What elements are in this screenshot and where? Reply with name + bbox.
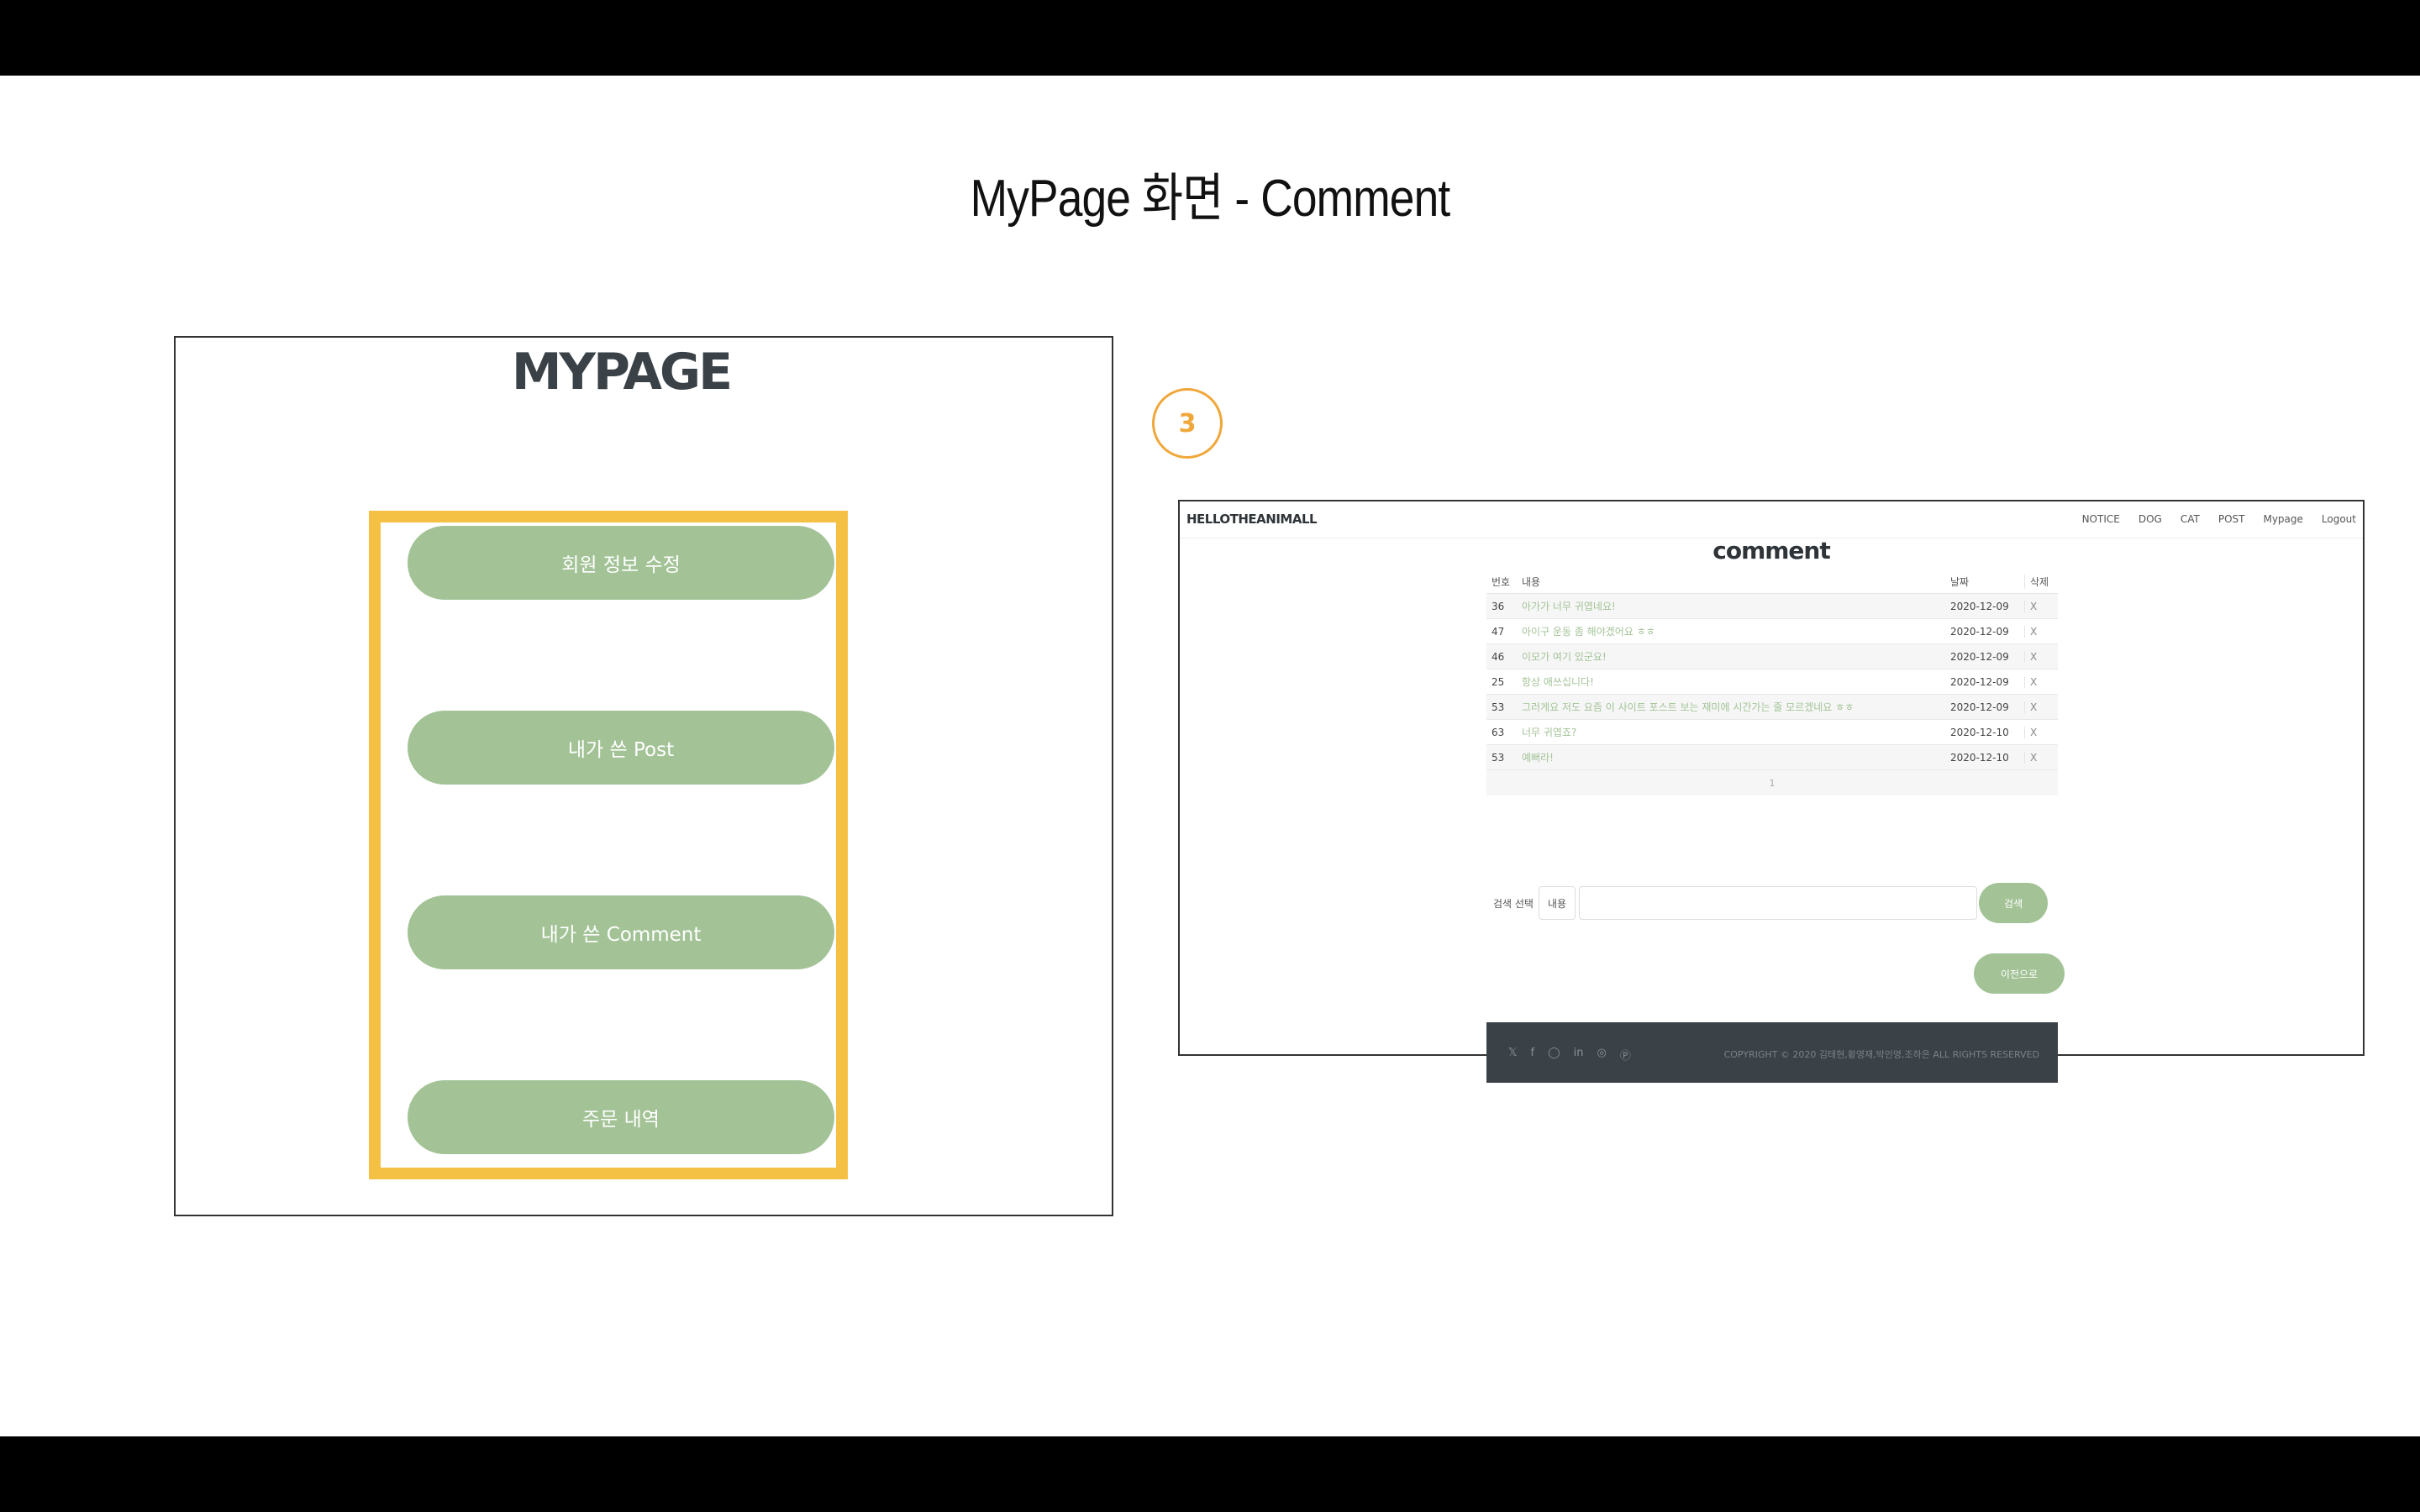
slide: MyPage 화면 - Comment MYPAGE 회원 정보 수정 내가 쓴… <box>0 76 2420 1436</box>
nav-cat[interactable]: CAT <box>2180 513 2200 525</box>
row-date: 2020-12-09 <box>1950 625 2009 638</box>
my-posts-button[interactable]: 내가 쓴 Post <box>408 711 834 785</box>
footer: 𝕏 f ◯ in ◎ Ⓟ COPYRIGHT © 2020 김태현,황영재,박인… <box>1486 1022 2058 1083</box>
row-content-link[interactable]: 아이구 운동 좀 해야겠어요 ㅎㅎ <box>1522 626 1655 638</box>
row-num: 53 <box>1491 751 1505 764</box>
mypage-panel: MYPAGE 회원 정보 수정 내가 쓴 Post 내가 쓴 Comment 주… <box>174 336 1113 1216</box>
table-row: 47 아이구 운동 좀 해야겠어요 ㅎㅎ 2020-12-09 X <box>1486 619 2058 644</box>
row-num: 63 <box>1491 726 1505 738</box>
row-date: 2020-12-10 <box>1950 751 2009 764</box>
search-bar: 검색 선택 내용 검색 <box>1486 883 2066 923</box>
slide-title: MyPage 화면 - Comment <box>970 170 1451 228</box>
row-delete-button[interactable]: X <box>2024 650 2058 663</box>
table-body: 36 아가가 너무 귀엽네요! 2020-12-09 X 47 아이구 운동 좀… <box>1486 594 2058 770</box>
row-num: 47 <box>1491 625 1505 638</box>
row-delete-button[interactable]: X <box>2024 701 2058 713</box>
search-input[interactable] <box>1579 886 1978 920</box>
nav-logout[interactable]: Logout <box>2321 513 2356 525</box>
copyright-text: COPYRIGHT © 2020 김태현,황영재,박인영,조하은 ALL RIG… <box>1723 1049 2039 1060</box>
pagination: 1 <box>1486 770 2058 795</box>
header-delete: 삭제 <box>2024 575 2058 589</box>
row-num: 25 <box>1491 675 1505 688</box>
row-content-link[interactable]: 예뻐라! <box>1522 752 1554 764</box>
back-button[interactable]: 이전으로 <box>1974 953 2065 994</box>
order-history-button[interactable]: 주문 내역 <box>408 1080 834 1154</box>
dribbble-icon[interactable]: ◎ <box>1597 1047 1607 1059</box>
brand-logo[interactable]: HELLOTHEANIMALL <box>1186 512 1318 527</box>
row-date: 2020-12-09 <box>1950 675 2009 688</box>
row-date: 2020-12-10 <box>1950 726 2009 738</box>
row-date: 2020-12-09 <box>1950 650 2009 663</box>
step-badge: 3 <box>1152 388 1223 459</box>
facebook-icon[interactable]: f <box>1530 1047 1535 1059</box>
row-date: 2020-12-09 <box>1950 701 2009 713</box>
comment-page-screenshot: HELLOTHEANIMALL NOTICE DOG CAT POST Mypa… <box>1178 500 2365 1083</box>
comment-table: 번호 내용 날짜 삭제 36 아가가 너무 귀엽네요! 2020-12-09 X… <box>1486 570 2058 795</box>
row-content-link[interactable]: 아가가 너무 귀엽네요! <box>1522 601 1616 612</box>
header-date: 날짜 <box>1950 576 1970 588</box>
row-delete-button[interactable]: X <box>2024 625 2058 638</box>
row-content-link[interactable]: 항상 애쓰십니다! <box>1522 676 1594 688</box>
my-comments-button[interactable]: 내가 쓴 Comment <box>408 895 834 969</box>
row-delete-button[interactable]: X <box>2024 751 2058 764</box>
row-num: 53 <box>1491 701 1505 713</box>
table-row: 53 그러게요 저도 요즘 이 사이트 포스트 보는 재미에 시간가는 줄 모르… <box>1486 695 2058 720</box>
table-row: 53 예뻐라! 2020-12-10 X <box>1486 745 2058 770</box>
nav-links: NOTICE DOG CAT POST Mypage Logout <box>2082 513 2356 525</box>
header-content: 내용 <box>1522 576 1541 588</box>
row-delete-button[interactable]: X <box>2024 675 2058 688</box>
search-type-select[interactable]: 내용 <box>1538 886 1576 920</box>
page-link[interactable]: 1 <box>1769 777 1776 789</box>
edit-profile-button[interactable]: 회원 정보 수정 <box>408 526 834 600</box>
instagram-icon[interactable]: ◯ <box>1548 1047 1560 1059</box>
table-header: 번호 내용 날짜 삭제 <box>1486 570 2058 594</box>
nav-dog[interactable]: DOG <box>2138 513 2162 525</box>
linkedin-icon[interactable]: in <box>1573 1047 1584 1059</box>
search-label: 검색 선택 <box>1493 897 1534 910</box>
row-content-link[interactable]: 너무 귀엽죠? <box>1522 727 1577 738</box>
row-delete-button[interactable]: X <box>2024 600 2058 612</box>
table-row: 46 이모가 여기 있군요! 2020-12-09 X <box>1486 644 2058 669</box>
header-num: 번호 <box>1491 576 1511 588</box>
table-row: 25 항상 애쓰십니다! 2020-12-09 X <box>1486 669 2058 695</box>
table-row: 63 너무 귀엽죠? 2020-12-10 X <box>1486 720 2058 745</box>
search-button[interactable]: 검색 <box>1979 883 2049 923</box>
row-num: 46 <box>1491 650 1505 663</box>
pinterest-icon[interactable]: Ⓟ <box>1619 1050 1631 1063</box>
row-content-link[interactable]: 이모가 여기 있군요! <box>1522 651 1607 663</box>
twitter-icon[interactable]: 𝕏 <box>1508 1047 1518 1059</box>
row-delete-button[interactable]: X <box>2024 726 2058 738</box>
nav-notice[interactable]: NOTICE <box>2081 513 2120 525</box>
nav-post[interactable]: POST <box>2217 513 2245 525</box>
row-content-link[interactable]: 그러게요 저도 요즘 이 사이트 포스트 보는 재미에 시간가는 줄 모르겠네요… <box>1522 701 1854 713</box>
nav-mypage[interactable]: Mypage <box>2263 513 2303 525</box>
mypage-logo: MYPAGE <box>511 343 733 402</box>
page-title: comment <box>1712 537 1831 564</box>
table-row: 36 아가가 너무 귀엽네요! 2020-12-09 X <box>1486 594 2058 619</box>
top-nav: HELLOTHEANIMALL NOTICE DOG CAT POST Mypa… <box>1180 501 2363 538</box>
highlight-box: 회원 정보 수정 내가 쓴 Post 내가 쓴 Comment 주문 내역 <box>369 511 848 1179</box>
row-date: 2020-12-09 <box>1950 600 2009 612</box>
row-num: 36 <box>1491 600 1505 612</box>
social-icons: 𝕏 f ◯ in ◎ Ⓟ <box>1508 1047 1631 1063</box>
